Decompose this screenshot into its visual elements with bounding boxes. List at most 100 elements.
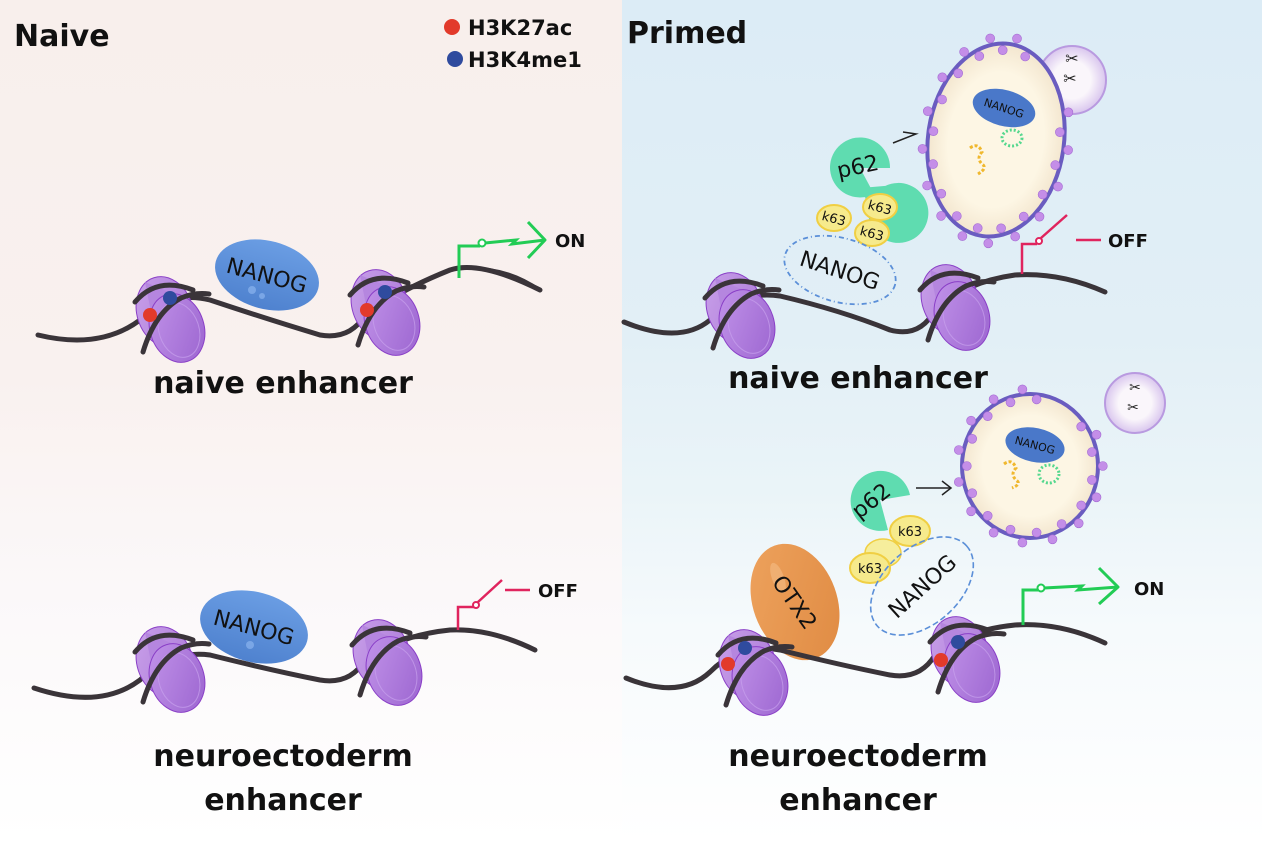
degraded-fragment <box>969 144 986 176</box>
receptor-dot <box>922 180 932 191</box>
autophagosome: ✂ ✂ NANOG <box>953 372 1166 548</box>
receptor-dot <box>966 415 976 426</box>
receptor-dot <box>972 223 983 233</box>
nucleosome <box>127 619 213 720</box>
lysosome <box>1104 372 1166 434</box>
released-nanog-label: NANOG <box>797 247 883 296</box>
receptor-dot <box>1098 461 1108 471</box>
legend-swatch-h3k4me1 <box>447 51 463 67</box>
h3k4me1-mark <box>951 635 965 649</box>
receptor-dot <box>1063 107 1074 118</box>
receptor-dot <box>953 445 964 455</box>
nucleosome <box>342 262 428 363</box>
degraded-fragment <box>1000 128 1024 148</box>
receptor-dot <box>959 47 969 57</box>
receptor-dot <box>985 33 996 44</box>
legend-label-h3k4me1: H3K4me1 <box>468 48 582 72</box>
nucleosome <box>697 265 783 366</box>
receptor-dot <box>953 477 964 487</box>
receptor-dot <box>1010 231 1021 242</box>
receptor-dot <box>1005 524 1016 535</box>
k63-label: k63 <box>866 198 893 219</box>
autophagosome-membrane <box>960 392 1100 540</box>
receptor-dot <box>982 510 993 521</box>
h3k4me1-mark <box>738 641 752 655</box>
receptor-dot <box>936 211 946 221</box>
receptor-dot <box>1091 492 1102 503</box>
receptor-dot <box>983 238 994 249</box>
receptor-dot <box>967 488 978 499</box>
receptor-dot <box>966 506 976 517</box>
receptor-dot <box>953 68 964 79</box>
arrow-to-autophagosome <box>916 480 953 496</box>
h3k4me1-mark <box>378 285 392 299</box>
caption-neuroectoderm-line2: enhancer <box>204 783 362 818</box>
nucleosome <box>344 612 430 713</box>
receptor-dot <box>1056 519 1067 529</box>
state-label-off: OFF <box>538 581 578 602</box>
receptor-dot <box>1055 127 1065 137</box>
scissors-icon: ✂ <box>1065 49 1078 68</box>
switch-off-icon <box>1020 214 1101 274</box>
scissors-icon: ✂ <box>1129 380 1141 396</box>
k63-label: k63 <box>898 525 922 540</box>
nucleosome <box>127 269 213 370</box>
state-label-off: OFF <box>1108 231 1148 252</box>
receptor-dot <box>937 72 948 83</box>
receptor-dot <box>1076 421 1086 432</box>
neuroectoderm-enhancer-scene-naive: NANOG OFF neuroectoderm enhancer <box>31 579 578 818</box>
caption-neuroectoderm-line1: neuroectoderm <box>728 739 987 774</box>
naive-panel-title: Naive <box>14 19 110 54</box>
receptor-dot <box>928 126 939 136</box>
receptor-dot <box>974 51 985 61</box>
degraded-fragment <box>1003 460 1020 490</box>
caption-neuroectoderm-line2: enhancer <box>779 783 937 818</box>
state-label-on: ON <box>555 231 585 252</box>
receptor-dot <box>1053 181 1063 192</box>
scissors-icon: ✂ <box>1127 400 1139 416</box>
legend-swatch-h3k27ac <box>444 19 460 35</box>
h3k27ac-mark <box>143 308 157 322</box>
degraded-nanog <box>1005 427 1065 463</box>
k63-label: k63 <box>858 562 882 577</box>
receptor-dot <box>982 411 993 422</box>
receptor-dot <box>988 527 999 538</box>
receptor-dot <box>1020 51 1030 62</box>
switch-off-icon <box>456 579 530 630</box>
naive-enhancer-scene-primed: ✂ ✂ NANOG p62 k63 k63 <box>621 33 1148 396</box>
switch-on-icon <box>457 220 547 278</box>
receptor-dot <box>1037 189 1048 200</box>
receptor-dot <box>1076 500 1086 511</box>
receptor-dot <box>936 188 947 199</box>
legend-label-h3k27ac: H3K27ac <box>468 16 572 40</box>
receptor-dot <box>951 211 962 221</box>
receptor-dot <box>928 159 938 169</box>
receptor-dot <box>1017 384 1028 395</box>
receptor-dot <box>1050 160 1061 170</box>
caption-naive-enhancer: naive enhancer <box>728 361 988 396</box>
neuroectoderm-enhancer-scene-primed: ✂ ✂ NANOG p62 k63 <box>623 372 1166 818</box>
receptor-dot <box>1031 394 1042 405</box>
receptor-dot <box>922 106 933 116</box>
receptor-dot <box>1063 145 1073 155</box>
caption-naive-enhancer: naive enhancer <box>153 366 413 401</box>
naive-enhancer-scene-naive: NANOG ON naive enhancer <box>35 220 585 401</box>
receptor-dot <box>957 231 968 241</box>
receptor-dot <box>997 45 1008 56</box>
primed-panel-title: Primed <box>627 16 747 51</box>
receptor-dot <box>1017 537 1028 548</box>
k63-chain: k63 k63 k63 <box>816 193 898 247</box>
state-label-on: ON <box>1134 579 1164 600</box>
degraded-nanog <box>972 88 1036 128</box>
receptor-dot <box>1073 518 1084 529</box>
dna-strand <box>31 627 538 700</box>
k63-label: k63 <box>820 209 847 230</box>
receptor-dot <box>988 394 999 405</box>
receptor-dot <box>1012 33 1022 44</box>
degraded-fragment <box>1037 463 1061 485</box>
h3k4me1-mark <box>163 291 177 305</box>
autophagosome-receptors <box>917 33 1074 249</box>
receptor-dot <box>961 461 972 471</box>
switch-on-icon <box>1021 566 1120 625</box>
